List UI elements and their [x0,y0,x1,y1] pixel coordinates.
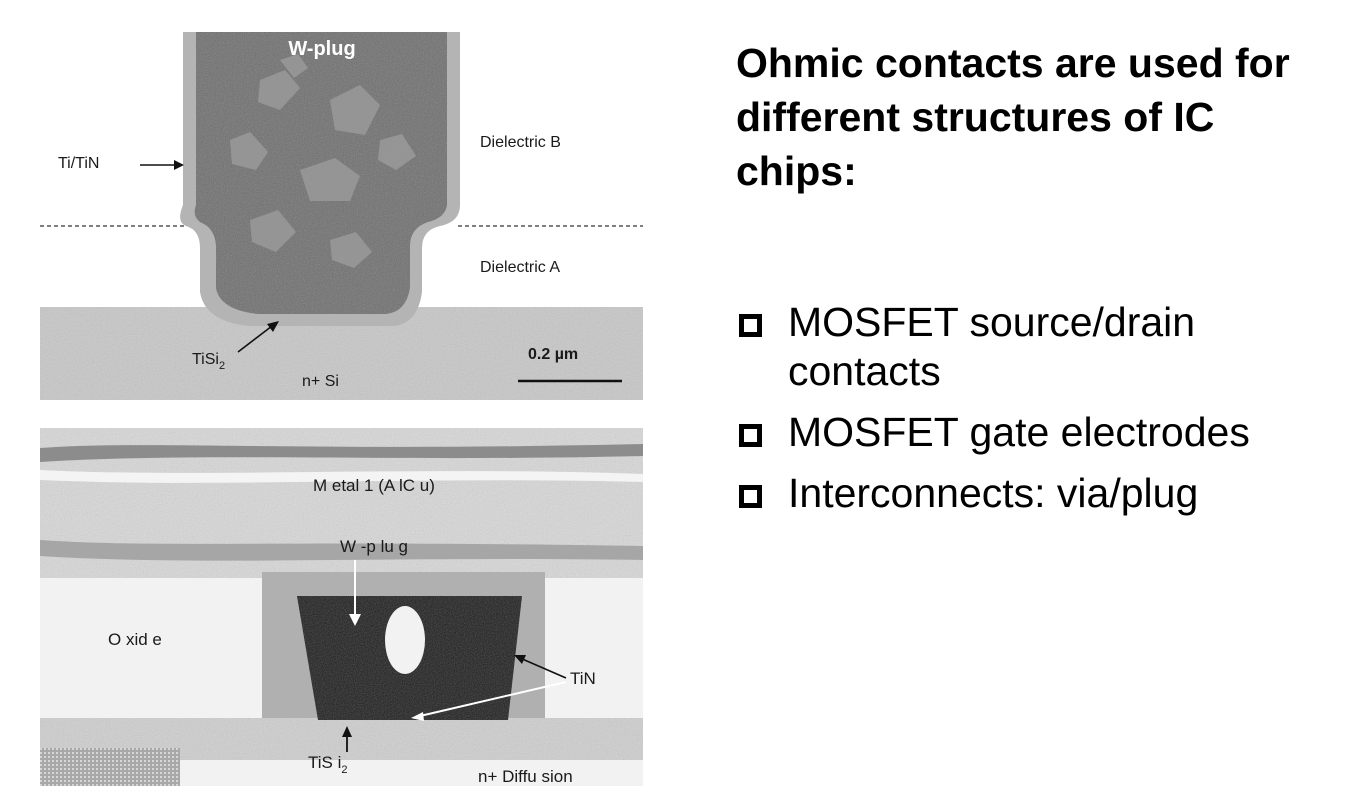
label-dielectric-a: Dielectric A [480,259,560,276]
bottom-micrograph: M etal 1 (A lC u) W -p lu g O xid e TiN … [40,428,643,786]
label-n-si: n+ Si [302,373,339,390]
w-grains [230,54,416,268]
square-bullet-icon [739,424,762,447]
label-w-plug-bottom: W -p lu g [340,537,408,556]
label-tisi2-bottom: TiS i2 [308,753,348,776]
bullet-text: MOSFET source/drain contacts [788,299,1196,394]
label-w-plug-top: W-plug [288,38,355,60]
label-oxide: O xid e [108,630,162,649]
label-metal1: M etal 1 (A lC u) [313,476,435,495]
bullet-item: Interconnects: via/plug [736,469,1336,518]
label-dielectric-b: Dielectric B [480,134,561,151]
square-bullet-icon [739,485,762,508]
label-ti-tin: Ti/TiN [58,155,99,172]
slide-text-panel: Ohmic contacts are used for different st… [736,36,1336,530]
tisi2-arrow-bottom [342,726,352,752]
label-scale-bar: 0.2 µm [528,346,578,363]
tem-svg: W-plug Ti/TiN Dielectric B Dielectric A … [40,32,643,786]
bullet-list: MOSFET source/drain contacts MOSFET gate… [736,298,1336,518]
bullet-text: Interconnects: via/plug [788,470,1199,516]
tem-micrographs: W-plug Ti/TiN Dielectric B Dielectric A … [0,0,660,798]
bullet-item: MOSFET source/drain contacts [736,298,1336,396]
label-tisi2-top: TiSi2 [192,351,225,372]
plug-seam-void [385,606,425,674]
tin-arrows [411,655,567,721]
top-micrograph: W-plug Ti/TiN Dielectric B Dielectric A … [40,32,643,400]
square-bullet-icon [739,314,762,337]
tisi2-arrow-top [237,321,279,353]
label-tin: TiN [570,669,596,688]
label-n-diffusion: n+ Diffu sion [478,767,573,786]
slide-heading: Ohmic contacts are used for different st… [736,40,1290,194]
diffusion-hatch [40,748,180,786]
ti-tin-arrow [140,160,184,170]
bullet-text: MOSFET gate electrodes [788,409,1250,455]
w-plug-arrow [349,560,361,626]
bullet-item: MOSFET gate electrodes [736,408,1336,457]
